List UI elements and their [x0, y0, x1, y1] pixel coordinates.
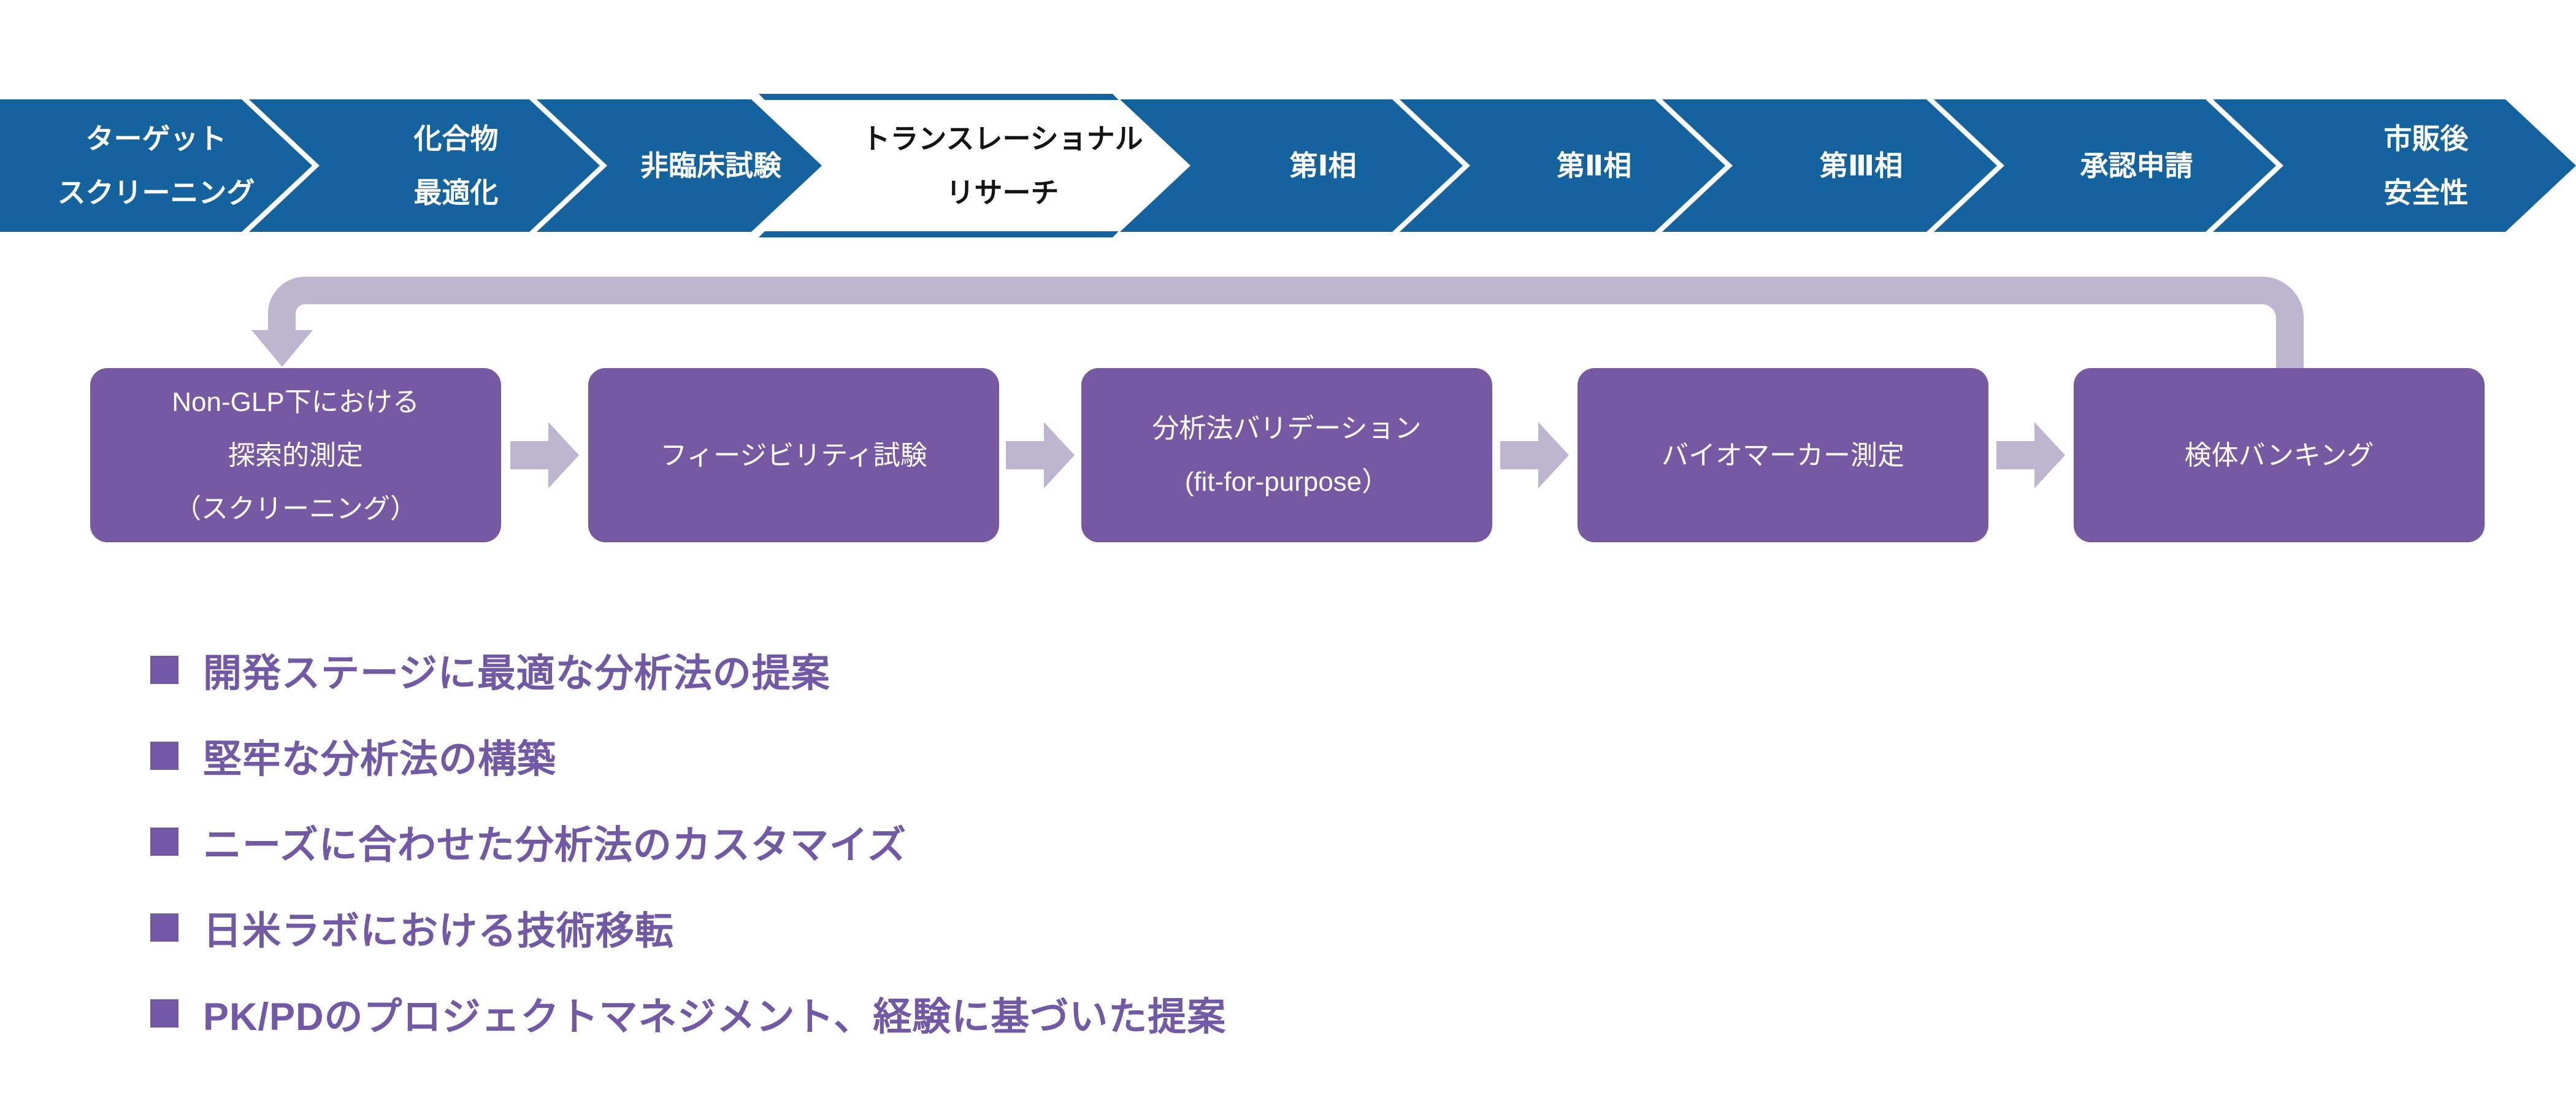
bullet-label: 開発ステージに最適な分析法の提案: [203, 651, 830, 695]
process-box-label: （スクリーニング）: [174, 493, 417, 524]
process-box-biomarker-measurement: バイオマーカー測定: [1577, 368, 1988, 542]
stage-translational-research-active: トランスレーショナル リサーチ: [759, 94, 1183, 237]
stage-label: 承認申請: [2080, 150, 2193, 182]
list-item: 堅牢な分析法の構築: [150, 713, 1226, 799]
arrow-right-icon: [1996, 422, 2065, 488]
list-item: 日米ラボにおける技術移転: [150, 885, 1226, 970]
arrow-right-icon: [1500, 422, 1569, 488]
list-item: ニーズに合わせた分析法のカスタマイズ: [150, 799, 1226, 885]
stage-label: 第Ⅱ相: [1556, 150, 1632, 182]
stage-label: 第Ⅲ相: [1819, 150, 1903, 182]
process-box-feasibility-study: フィージビリティ試験: [588, 368, 999, 542]
bullet-label: PK/PDのプロジェクトマネジメント、経験に基づいた提案: [203, 995, 1227, 1039]
stage-nonclinical-study: 非臨床試験: [537, 99, 822, 232]
stage-label: ターゲット: [85, 123, 227, 155]
active-stage-top-border: [759, 94, 1183, 100]
stage-label: 最適化: [413, 177, 499, 209]
feedback-loop-arrowhead-icon: [251, 330, 313, 367]
bullet-square-icon: [150, 999, 178, 1028]
arrow-right-icon: [510, 422, 579, 488]
process-box-label: 分析法バリデーション: [1152, 413, 1422, 444]
stage-label: トランスレーショナル: [862, 123, 1143, 155]
process-box-sample-banking: 検体バンキング: [2074, 368, 2485, 542]
bullet-square-icon: [150, 828, 178, 856]
stage-label: 市販後: [2383, 123, 2469, 155]
stage-label: 非臨床試験: [640, 150, 781, 182]
active-stage-bottom-border: [759, 231, 1183, 237]
arrow-right-icon: [1006, 422, 1075, 488]
bullet-square-icon: [150, 656, 178, 684]
process-box-label: 探索的測定: [228, 440, 363, 471]
process-box-method-validation: 分析法バリデーション (fit-for-purpose）: [1081, 368, 1492, 542]
feedback-loop-arrow-corner: [268, 277, 339, 336]
process-box-label: フィージビリティ試験: [660, 440, 927, 471]
bullet-label: 日米ラボにおける技術移転: [203, 909, 674, 953]
stage-label: 化合物: [413, 123, 499, 155]
service-highlights-list: 開発ステージに最適な分析法の提案 堅牢な分析法の構築 ニーズに合わせた分析法のカ…: [150, 627, 1226, 1056]
stage-label: リサーチ: [946, 177, 1059, 209]
stage-label: 安全性: [2383, 177, 2469, 209]
stage-label: スクリーニング: [57, 177, 255, 209]
feedback-loop-arrow: [334, 277, 2304, 368]
stage-target-screening: ターゲット スクリーニング: [0, 99, 312, 232]
process-box-label: バイオマーカー測定: [1662, 440, 1904, 471]
list-item: 開発ステージに最適な分析法の提案: [150, 627, 1226, 713]
bullet-square-icon: [150, 913, 178, 942]
process-box-label: Non-GLP下における: [172, 386, 420, 417]
bullet-label: 堅牢な分析法の構築: [203, 737, 556, 781]
development-stage-bar: ターゲット スクリーニング 化合物 最適化 非臨床試験 トランスレーショナル リ…: [0, 94, 2576, 237]
bullet-square-icon: [150, 742, 178, 770]
process-box-label: 検体バンキング: [2184, 440, 2374, 471]
bullet-label: ニーズに合わせた分析法のカスタマイズ: [203, 823, 907, 867]
stage-label: 第Ⅰ相: [1289, 150, 1357, 182]
process-box-non-glp-exploratory: Non-GLP下における 探索的測定 （スクリーニング）: [90, 368, 501, 542]
process-box-label: (fit-for-purpose）: [1184, 467, 1389, 497]
list-item: PK/PDのプロジェクトマネジメント、経験に基づいた提案: [150, 970, 1226, 1056]
